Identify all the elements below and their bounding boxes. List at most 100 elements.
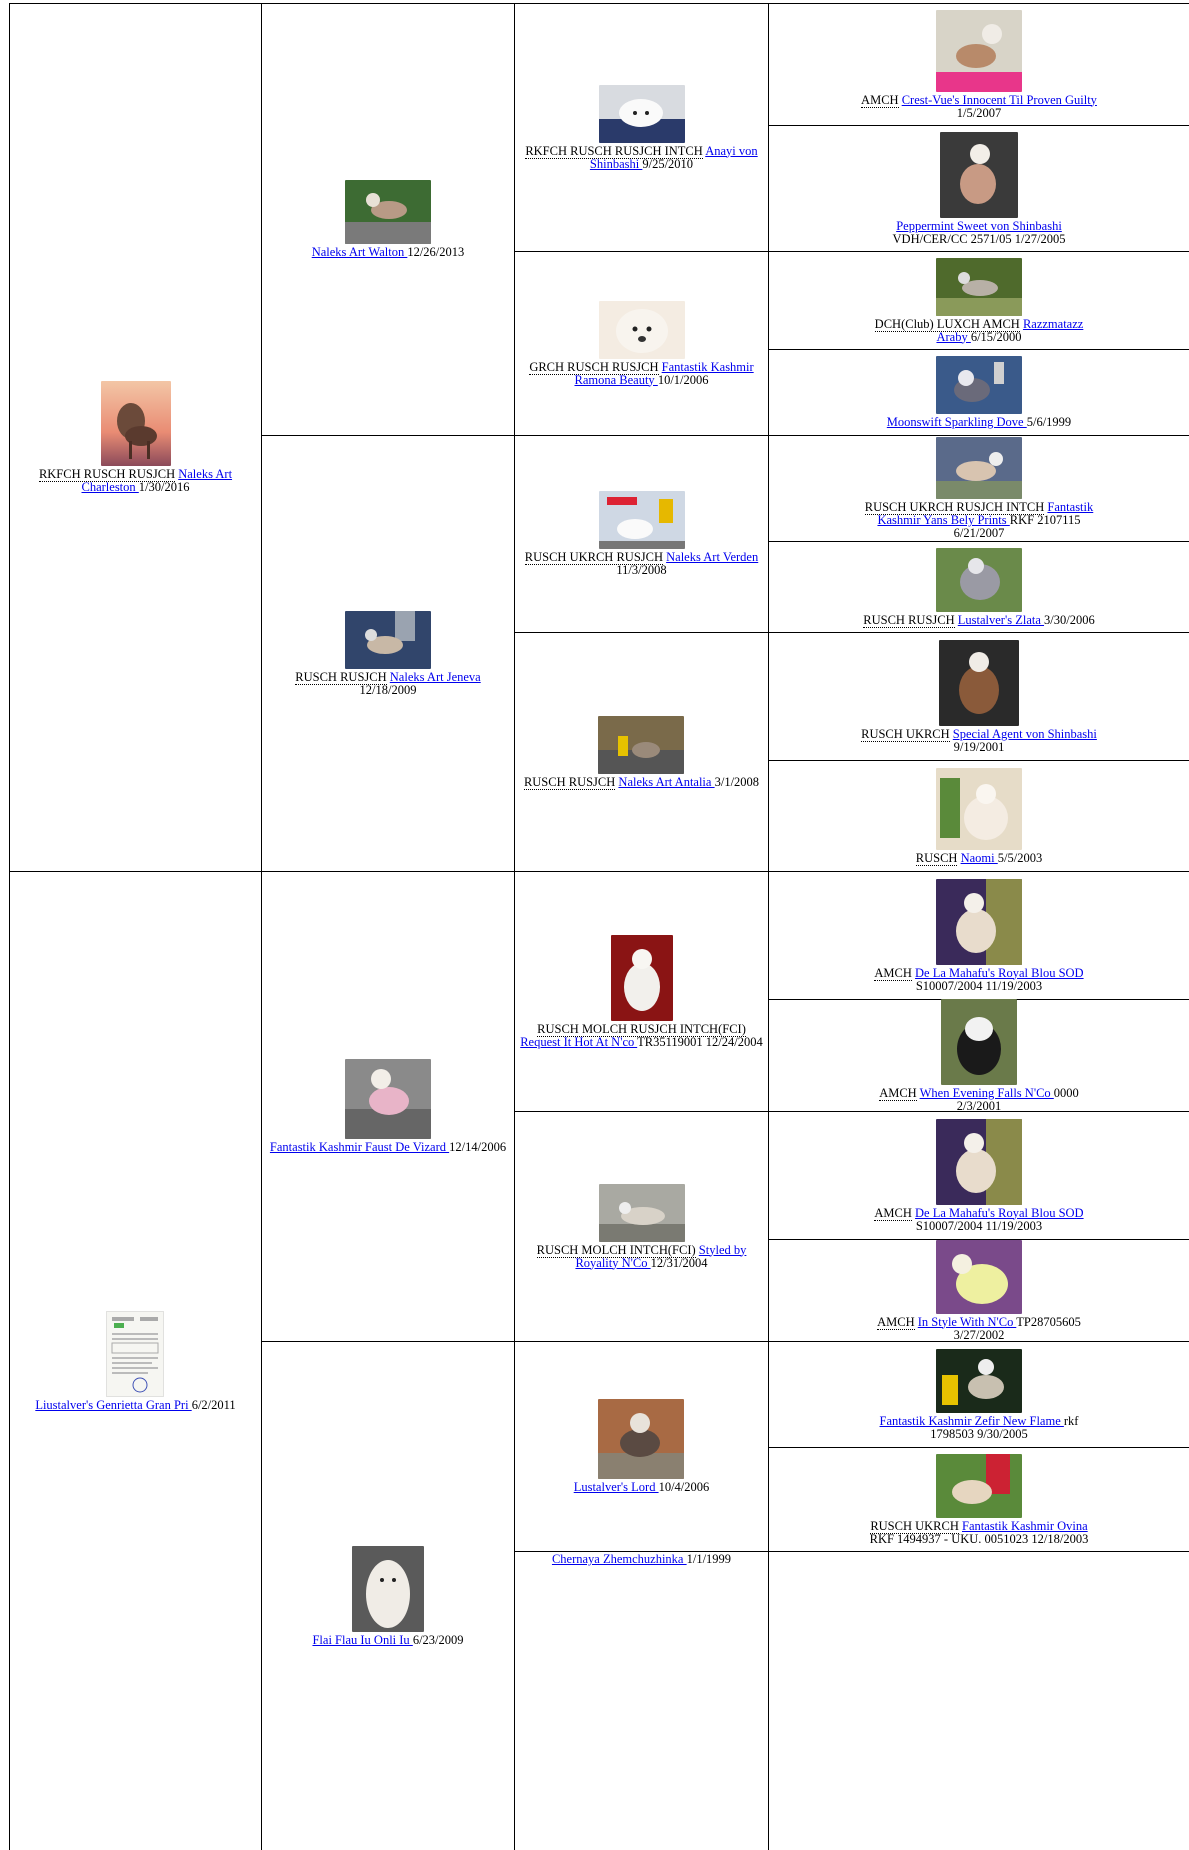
dog-info: 1/1/1999 (686, 1552, 732, 1566)
dog-photo[interactable] (106, 1310, 165, 1397)
dog-link[interactable]: Anayi von Shinbashi (589, 143, 758, 171)
dog-link[interactable]: Fantastik Kashmir Ovina (962, 1518, 1088, 1533)
titles: AMCH (861, 92, 899, 108)
dog-link[interactable]: Fantastik Kashmir Zefir New Flame (879, 1413, 1064, 1428)
dog-link[interactable]: Naleks Art Jeneva (389, 669, 481, 684)
titles: AMCH (877, 1314, 915, 1330)
pedigree-cell: RUSCH UKRCH RUSJCH INTCH Fantastik Kashm… (768, 435, 1189, 541)
dog-info: TR35119001 12/24/2004 (637, 1034, 763, 1049)
dog-link[interactable]: Fantastik Kashmir Faust De Vizard (269, 1140, 450, 1154)
dog-link[interactable]: In Style With N'Co (917, 1314, 1017, 1329)
dog-link[interactable]: Request It Hot At N'co (520, 1034, 638, 1049)
pedigree-cell: Lustalver's Lord 10/4/2006 (514, 1341, 768, 1551)
pedigree-cell: AMCH In Style With N'Co TP28705605 3/27/… (768, 1239, 1189, 1341)
dog-link[interactable]: De La Mahafu's Royal Blou SOD (915, 965, 1084, 980)
dog-link[interactable]: Flai Flau Iu Onli Iu (312, 1632, 413, 1647)
dog-link[interactable]: Razzmatazz Araby (936, 316, 1084, 344)
pedigree-cell: RUSCH MOLCH INTCH(FCI) Styled by Royalit… (514, 1111, 768, 1341)
dog-entry: AMCH Crest-Vue's Innocent Til Proven Gui… (855, 9, 1103, 120)
dog-photo[interactable] (598, 1183, 685, 1242)
titles: AMCH (874, 965, 912, 981)
dog-entry: Naleks Art Walton 12/26/2013 (308, 180, 469, 259)
pedigree-cell: Chernaya Zhemchuzhinka 1/1/1999 (514, 1551, 768, 1850)
dog-entry: RUSCH RUSJCH Naleks Art Antalia 3/1/2008 (520, 715, 763, 790)
dog-link[interactable]: Naleks Art Walton (311, 245, 408, 259)
titles: AMCH (874, 1205, 912, 1221)
dog-info: 6/23/2009 (412, 1632, 464, 1647)
pedigree-cell: DCH(Club) LUXCH AMCH Razzmatazz Araby 6/… (768, 251, 1189, 349)
dog-photo[interactable] (344, 180, 431, 244)
dog-info: 6/2/2011 (191, 1397, 236, 1412)
dog-entry: RUSCH UKRCH RUSJCH INTCH Fantastik Kashm… (855, 437, 1103, 540)
dog-photo[interactable] (941, 998, 1017, 1085)
dog-link[interactable]: Crest-Vue's Innocent Til Proven Guilty (901, 92, 1097, 107)
dog-link[interactable]: Naleks Art Verden (666, 550, 759, 564)
dog-info: 0000 2/3/2001 (956, 1085, 1079, 1113)
dog-entry: Chernaya Zhemchuzhinka 1/1/1999 (548, 1553, 735, 1566)
dog-photo[interactable] (936, 1453, 1022, 1518)
pedigree-cell: RUSCH Naomi 5/5/2003 (768, 760, 1189, 871)
dog-photo[interactable] (940, 131, 1018, 218)
dog-photo[interactable] (610, 934, 673, 1021)
pedigree-cell: RUSCH UKRCH RUSJCH Naleks Art Verden 11/… (514, 435, 768, 632)
dog-photo[interactable] (936, 437, 1022, 499)
dog-link[interactable]: Peppermint Sweet von Shinbashi (896, 218, 1062, 233)
dog-link[interactable]: Lustalver's Lord (573, 1480, 659, 1494)
titles: GRCH RUSCH RUSJCH (529, 359, 659, 375)
dog-link[interactable]: Fantastik Kashmir Ramona Beauty (574, 359, 754, 387)
dog-info: 6/15/2000 (970, 329, 1022, 344)
dog-link[interactable]: Lustalver's Zlata (957, 612, 1045, 627)
dog-entry: AMCH In Style With N'Co TP28705605 3/27/… (855, 1239, 1103, 1342)
dog-photo[interactable] (598, 715, 685, 774)
dog-photo[interactable] (936, 547, 1022, 612)
dog-photo[interactable] (936, 1118, 1022, 1205)
dog-entry: Peppermint Sweet von Shinbashi VDH/CER/C… (855, 131, 1103, 246)
dog-photo[interactable] (936, 878, 1022, 965)
dog-photo[interactable] (935, 767, 1022, 850)
dog-photo[interactable] (936, 1348, 1022, 1413)
dog-photo[interactable] (100, 381, 171, 466)
dog-photo[interactable] (598, 491, 685, 549)
titles: RUSCH (915, 850, 958, 866)
dog-info: 1/5/2007 (956, 105, 1002, 120)
pedigree-cell: GRCH RUSCH RUSJCH Fantastik Kashmir Ramo… (514, 251, 768, 435)
dog-photo[interactable] (935, 356, 1022, 414)
dog-entry: AMCH De La Mahafu's Royal Blou SOD S1000… (855, 1118, 1103, 1233)
dog-link[interactable]: When Evening Falls N'Co (919, 1085, 1054, 1100)
dog-link[interactable]: Naomi (960, 850, 998, 865)
dog-info: RKF 1494937 - UKU. 0051023 12/18/2003 (869, 1531, 1089, 1546)
pedigree-cell: RKFCH RUSCH RUSJCH INTCH Anayi von Shinb… (514, 3, 768, 251)
dog-photo[interactable] (598, 300, 685, 359)
dog-link[interactable]: Liustalver's Genrietta Gran Pri (35, 1397, 192, 1412)
dog-link[interactable]: Naleks Art Antalia (618, 774, 715, 789)
dog-photo[interactable] (936, 257, 1022, 316)
dog-link[interactable]: Styled by Royality N'Co (575, 1242, 747, 1270)
dog-photo[interactable] (936, 1239, 1022, 1314)
dog-entry: GRCH RUSCH RUSJCH Fantastik Kashmir Ramo… (515, 300, 768, 387)
dog-photo[interactable] (345, 610, 431, 669)
dog-link[interactable]: Chernaya Zhemchuzhinka (551, 1552, 687, 1566)
dog-link[interactable]: De La Mahafu's Royal Blou SOD (915, 1205, 1084, 1220)
titles: RUSCH UKRCH (861, 726, 950, 742)
dog-entry: AMCH De La Mahafu's Royal Blou SOD S1000… (855, 878, 1103, 993)
dog-link[interactable]: Special Agent von Shinbashi (952, 726, 1097, 741)
dog-photo[interactable] (598, 84, 685, 143)
pedigree-cell: RKFCH RUSCH RUSJCH Naleks Art Charleston… (9, 3, 261, 871)
dog-photo[interactable] (936, 9, 1022, 92)
dog-photo[interactable] (345, 1059, 431, 1139)
dog-entry: Fantastik Kashmir Zefir New Flame rkf 17… (855, 1348, 1103, 1441)
dog-photo[interactable] (351, 1545, 424, 1632)
dog-link[interactable]: Fantastik Kashmir Yans Bely Prints (877, 500, 1094, 527)
dog-info: VDH/CER/CC 2571/05 1/27/2005 (892, 231, 1066, 246)
titles: RUSCH MOLCH INTCH(FCI) (536, 1242, 696, 1258)
dog-photo[interactable] (598, 1399, 685, 1479)
dog-info: S10007/2004 11/19/2003 (915, 1218, 1043, 1233)
dog-info: 12/31/2004 (650, 1255, 708, 1270)
titles: DCH(Club) LUXCH AMCH (874, 316, 1020, 332)
dog-link[interactable]: Naleks Art Charleston (81, 467, 233, 494)
dog-link[interactable]: Moonswift Sparkling Dove (886, 415, 1027, 429)
titles: RUSCH RUSJCH (863, 612, 955, 628)
dog-info: 12/26/2013 (407, 245, 465, 259)
dog-info: 9/25/2010 (642, 156, 694, 171)
dog-photo[interactable] (939, 639, 1019, 726)
